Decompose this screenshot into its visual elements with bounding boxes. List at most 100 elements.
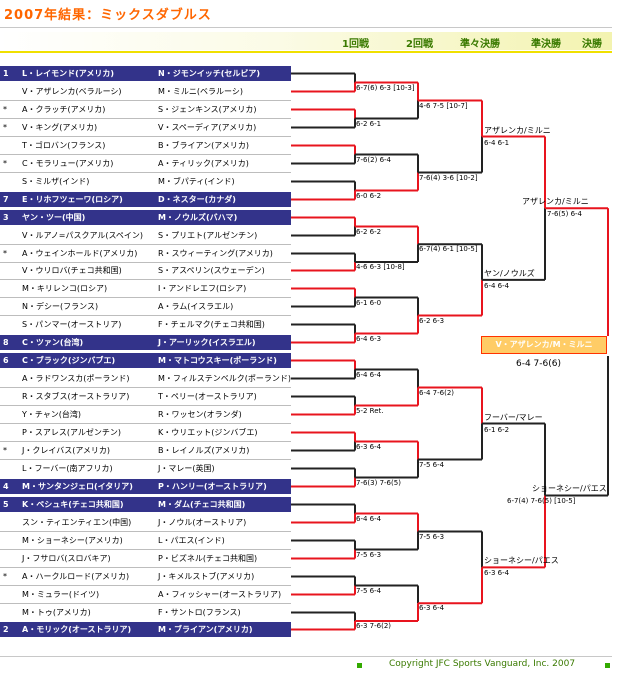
draw-row: J・フサロバ(スロバキア)P・ビズネル(チェコ共和国) — [0, 551, 291, 566]
draw-row: Y・チャン(台湾)R・ワッセン(オランダ) — [0, 407, 291, 422]
qf-score: 6-1 6-2 — [484, 425, 510, 434]
player-2: S・プリエト(アルゼンチン) — [158, 231, 258, 240]
player-1: M・サンタンジェロ(イタリア) — [22, 482, 133, 491]
player-1: C・ツァン(台湾) — [22, 338, 84, 347]
player-1: S・ミルザ(インド) — [22, 177, 90, 186]
r1-score: 6-0 6-2 — [356, 191, 382, 200]
seed-number: 7 — [3, 195, 9, 204]
draw-row: *J・クレイバス(アメリカ)B・レイノルズ(アメリカ) — [0, 443, 291, 458]
row-separator — [0, 100, 291, 101]
sf-winner: ショーネシー/パエス — [532, 484, 607, 494]
seed-number: 6 — [3, 356, 9, 365]
r1-score: 7-6(2) 6-4 — [356, 155, 392, 164]
draw-row: L・フーバー(南アフリカ)J・マレー(英国) — [0, 461, 291, 476]
draw-row: V・ルアノ=パスクアル(スペイン)S・プリエト(アルゼンチン) — [0, 228, 291, 243]
draw-row: P・スアレス(アルゼンチン) K・ウリエット(ジンバブエ) — [0, 425, 291, 440]
player-1: L・レイモンド(アメリカ) — [22, 69, 115, 78]
wildcard-mark: * — [3, 123, 7, 132]
row-separator — [0, 387, 291, 388]
draw-row: V・ウリロバ(チェコ共和国)S・アスペリン(スウェーデン) — [0, 263, 291, 278]
draw-row: V・アザレンカ(ベラルーシ)M・ミルニ(ベラルーシ) — [0, 84, 291, 99]
player-1: S・パンマー(オーストリア) — [22, 320, 122, 329]
player-1: V・キング(アメリカ) — [22, 123, 98, 132]
row-separator — [0, 441, 291, 442]
seed-number: 4 — [3, 482, 9, 491]
player-1: R・スタブス(オーストラリア) — [22, 392, 130, 401]
player-2: I・アンドレエフ(ロシア) — [158, 284, 247, 293]
green-square-icon — [605, 663, 610, 668]
r2-score: 6-2 6-3 — [419, 316, 445, 325]
draw-row: *C・モラリュー(アメリカ)A・ティリック(アメリカ) — [0, 156, 291, 171]
player-2: A・ティリック(アメリカ) — [158, 159, 249, 168]
qf-winner: ショーネシー/パエス — [484, 556, 559, 566]
player-2: M・ブパティ(インド) — [158, 177, 235, 186]
title-divider — [0, 27, 612, 28]
qf-winner: ヤン/ノウルズ — [484, 268, 535, 278]
player-2: K・ウリエット(ジンバブエ) — [158, 428, 258, 437]
player-2: J・キメルストブ(アメリカ) — [158, 572, 255, 581]
round-label-qf: 準々決勝 — [460, 39, 500, 50]
player-2: M・ダム(チェコ共和国) — [158, 500, 246, 509]
footer-divider — [0, 656, 612, 657]
qf-score: 6-4 6-4 — [484, 281, 510, 290]
wildcard-mark: * — [3, 105, 7, 114]
green-square-icon — [357, 663, 362, 668]
champion-box: V・アザレンカ/M・ミルニ — [481, 336, 607, 354]
row-separator — [0, 172, 291, 173]
seed-number: 1 — [3, 69, 9, 78]
seed-number: 2 — [3, 625, 9, 634]
player-2: R・ワッセン(オランダ) — [158, 410, 242, 419]
draw-row: S・ミルザ(インド) M・ブパティ(インド) — [0, 174, 291, 189]
player-1: L・フーバー(南アフリカ) — [22, 464, 113, 473]
draw-row: スン・ティエンティエン(中国)J・ノウル(オーストリア) — [0, 515, 291, 530]
round-label-r1: 1回戦 — [342, 39, 369, 50]
player-1: N・デシー(フランス) — [22, 302, 99, 311]
sf-winner: アザレンカ/ミルニ — [522, 197, 589, 207]
player-1: K・ペシュキ(チェコ共和国) — [22, 500, 124, 509]
row-separator — [0, 531, 291, 532]
page-title: 2007年結果：ミックスダブルス — [4, 8, 212, 23]
player-1: T・ゴロバン(フランス) — [22, 141, 106, 150]
row-separator — [0, 549, 291, 550]
player-2: S・アスペリン(スウェーデン) — [158, 266, 265, 275]
player-1: E・リホフツェーワ(ロシア) — [22, 195, 123, 204]
player-1: A・ウェインホールド(アメリカ) — [22, 249, 138, 258]
player-2: L・パエス(インド) — [158, 536, 225, 545]
player-2: M・ブライアン(アメリカ) — [158, 625, 253, 634]
player-2: M・ミルニ(ベラルーシ) — [158, 87, 243, 96]
r2-score: 6-4 7-6(2) — [419, 388, 455, 397]
qf-score: 6-4 6-1 — [484, 138, 510, 147]
r2-score: 7-6(4) 3-6 [10-2] — [419, 173, 478, 182]
draw-row: M・トゥ(アメリカ)F・サントロ(フランス) — [0, 605, 291, 620]
sf-score: 6-7(4) 7-6(5) [10-5] — [507, 497, 576, 506]
player-1: スン・ティエンティエン(中国) — [22, 518, 132, 527]
wildcard-mark: * — [3, 572, 7, 581]
qf-score: 6-3 6-4 — [484, 569, 510, 578]
r2-score: 7-5 6-3 — [419, 532, 445, 541]
player-1: M・ミュラー(ドイツ) — [22, 590, 100, 599]
player-2: J・アーリック(イスラエル) — [158, 338, 256, 347]
row-separator — [0, 423, 291, 424]
player-2: S・ジェンキンス(アメリカ) — [158, 105, 257, 114]
draw-row: N・デシー(フランス)A・ラム(イスラエル) — [0, 299, 291, 314]
player-2: F・チェルマク(チェコ共和国) — [158, 320, 265, 329]
player-2: A・フィッシャー(オーストラリア) — [158, 590, 282, 599]
wildcard-mark: * — [3, 159, 7, 168]
row-separator — [0, 118, 291, 119]
r1-score: 6-4 6-4 — [356, 514, 382, 523]
round-header-bar — [0, 32, 612, 53]
player-1: P・スアレス(アルゼンチン) — [22, 428, 121, 437]
player-1: M・トゥ(アメリカ) — [22, 608, 91, 617]
final-score: 6-4 7-6(6) — [516, 359, 562, 369]
row-separator — [0, 262, 291, 263]
player-1: A・ハークルロード(アメリカ) — [22, 572, 130, 581]
r1-score: 6-2 6-1 — [356, 119, 382, 128]
row-separator — [0, 154, 291, 155]
r2-score: 7-5 6-4 — [419, 460, 445, 469]
player-2: M・ノウルズ(バハマ) — [158, 213, 238, 222]
player-2: V・スペーディア(アメリカ) — [158, 123, 257, 132]
